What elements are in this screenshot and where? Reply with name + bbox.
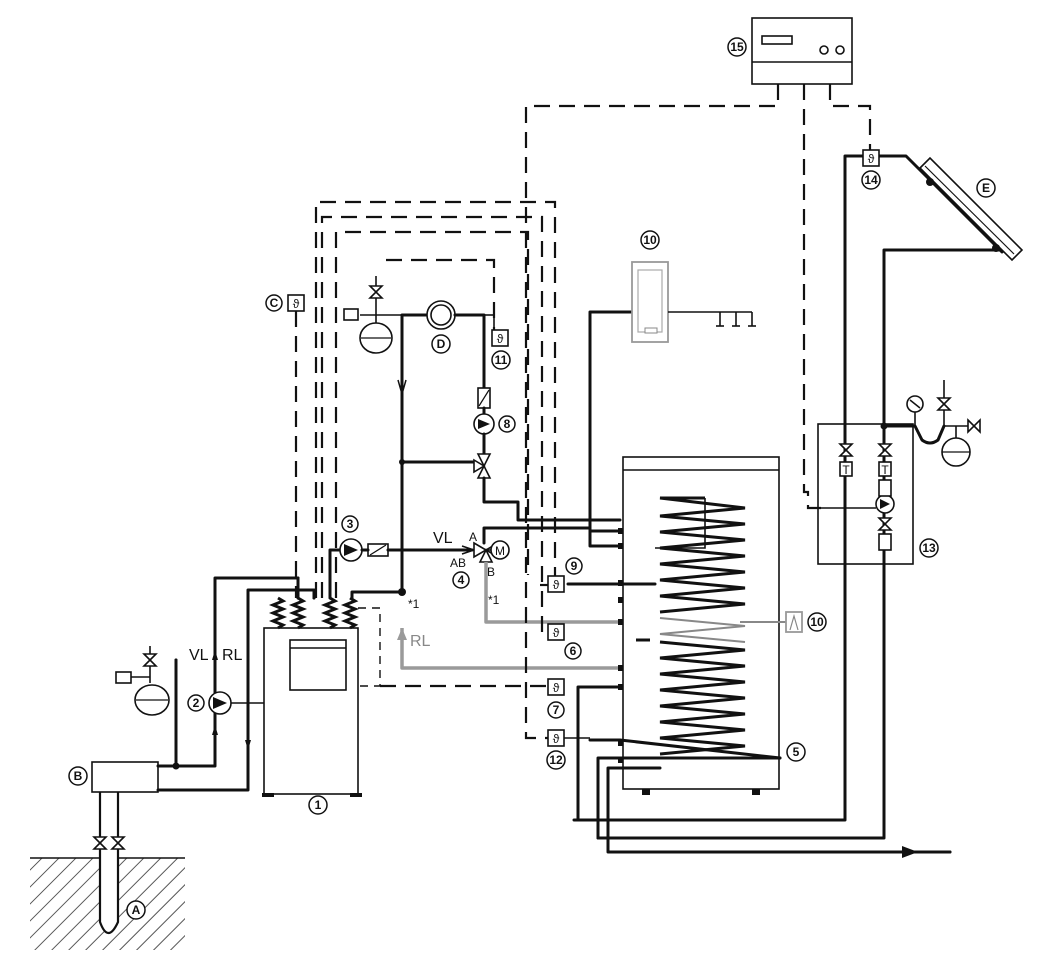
component-number-9: 9 <box>571 559 578 573</box>
svg-text:ϑ: ϑ <box>497 332 504 346</box>
svg-text:T: T <box>881 463 889 477</box>
letter-c: C <box>270 296 279 310</box>
svg-text:ϑ: ϑ <box>868 152 875 166</box>
svg-text:T: T <box>842 463 850 477</box>
sensor-7: ϑ 7 <box>547 678 565 719</box>
heating-expansion-vessel <box>343 276 402 354</box>
port-b: B <box>487 565 495 579</box>
component-number-11: 11 <box>495 353 508 367</box>
letter-b: B <box>74 769 83 783</box>
solar-station-13: T T 13 <box>808 423 939 565</box>
component-number-14: 14 <box>864 173 878 187</box>
note-1-return: *1 <box>408 597 420 611</box>
instantaneous-heater-10: 10 <box>631 230 756 343</box>
letter-e: E <box>982 181 990 195</box>
svg-text:ϑ: ϑ <box>293 297 300 311</box>
collector-sensor-14: ϑ 14 <box>861 149 881 190</box>
letter-badge-a: A <box>126 900 146 920</box>
component-number-10-side: 10 <box>810 615 824 629</box>
label-rl-brine: RL <box>222 647 243 664</box>
controller-15: 15 <box>727 17 853 85</box>
svg-text:ϑ: ϑ <box>553 681 560 695</box>
component-number-13: 13 <box>922 541 936 555</box>
electric-heater-10: 10 <box>785 611 827 633</box>
component-number-7: 7 <box>553 703 560 717</box>
label-vl-brine: VL <box>189 647 209 664</box>
outdoor-sensor-c: ϑ C <box>265 294 305 312</box>
component-number-15: 15 <box>730 40 744 54</box>
mixing-valve-8 <box>473 453 492 479</box>
ground-probe <box>92 790 126 935</box>
heating-circuit-d: D <box>426 300 456 354</box>
storage-tank: 5 <box>618 456 806 795</box>
brine-expansion-vessel <box>115 646 170 716</box>
check-valve-8 <box>477 387 491 409</box>
heat-pump-hoses <box>268 576 360 630</box>
note-1-valve: *1 <box>488 593 500 607</box>
heating-pump: 3 <box>339 515 363 562</box>
component-number-6: 6 <box>570 644 577 658</box>
letter-a: A <box>132 903 141 917</box>
component-number-3: 3 <box>347 517 354 531</box>
pump-8: 8 <box>473 413 516 435</box>
control-wiring <box>294 84 872 740</box>
solar-collector-e: E <box>918 156 1024 262</box>
component-number-1: 1 <box>315 798 322 812</box>
component-number-4: 4 <box>458 573 465 587</box>
svg-text:ϑ: ϑ <box>553 626 560 640</box>
label-rl-return: RL <box>410 633 431 650</box>
sensor-9: ϑ 9 <box>547 557 583 593</box>
label-vl-heating: VL <box>433 530 453 547</box>
check-valve-vl <box>367 543 389 557</box>
motor-symbol: M <box>495 544 505 558</box>
three-way-valve: M A AB B 4 <box>450 530 510 589</box>
port-a: A <box>469 530 477 544</box>
solar-expansion-vessel <box>880 380 981 467</box>
letter-badge-b: B <box>68 766 88 786</box>
letter-d: D <box>437 337 446 351</box>
brine-pump: 2 <box>187 691 232 715</box>
brine-distributor <box>91 761 159 836</box>
component-number-12: 12 <box>549 753 563 767</box>
component-number-8: 8 <box>504 417 511 431</box>
component-number-5: 5 <box>793 745 800 759</box>
heat-pump-unit <box>262 607 381 797</box>
component-badge-1: 1 <box>308 795 328 815</box>
sensor-11: ϑ 11 <box>491 329 511 370</box>
svg-text:ϑ: ϑ <box>553 578 560 592</box>
component-number-2: 2 <box>193 696 200 710</box>
port-ab: AB <box>450 556 466 570</box>
component-number-10-top: 10 <box>643 233 657 247</box>
svg-text:ϑ: ϑ <box>553 732 560 746</box>
sensor-12: ϑ 12 <box>546 729 566 770</box>
sensor-6: ϑ 6 <box>547 623 582 660</box>
